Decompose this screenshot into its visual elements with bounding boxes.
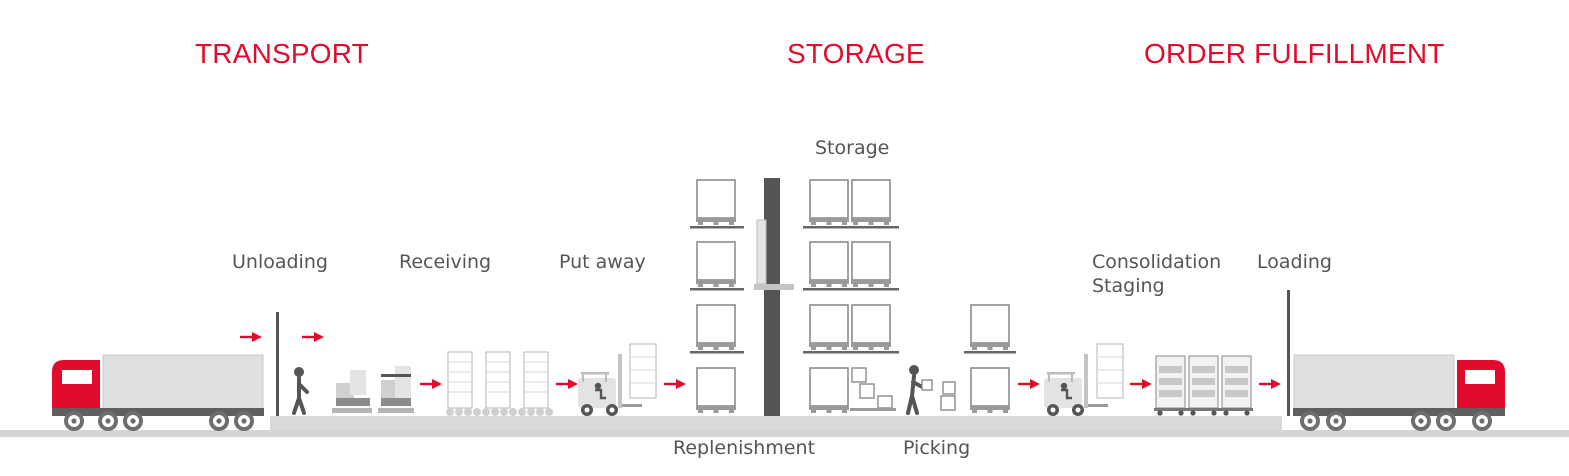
step-label-staging: Staging — [1092, 275, 1165, 297]
truck-right-icon — [1293, 354, 1505, 431]
section-title-storage: STORAGE — [787, 38, 925, 69]
step-label-put-away: Put away — [559, 251, 646, 273]
step-label-storage: Storage — [815, 137, 890, 159]
receiving-conveyor-icon — [446, 351, 553, 416]
section-title-order-fulfillment: ORDER FULFILLMENT — [1144, 38, 1445, 69]
truck-left-icon — [52, 354, 264, 431]
loading-dock-icon — [1287, 290, 1290, 416]
arrow-icon — [238, 330, 264, 344]
arrow-icon — [1128, 377, 1154, 391]
section-title-transport: TRANSPORT — [195, 38, 369, 69]
picker-worker-icon — [906, 365, 956, 415]
arrow-icon — [300, 330, 326, 344]
picking-rack — [964, 304, 1016, 414]
ground-line — [0, 416, 1569, 437]
arrow-icon — [1257, 377, 1283, 391]
staging-roll-cages-icon — [1154, 355, 1253, 416]
step-label-consolidation: Consolidation — [1092, 251, 1222, 273]
forklift-load-icon — [629, 343, 657, 399]
arrow-icon — [418, 377, 444, 391]
step-label-receiving: Receiving — [399, 251, 492, 273]
receiving-carts-icon — [332, 366, 414, 413]
arrow-icon — [554, 377, 580, 391]
arrow-icon — [662, 377, 688, 391]
unloading-dock-icon — [276, 312, 279, 416]
forklift-load-icon — [1096, 343, 1124, 399]
step-label-loading: Loading — [1257, 251, 1332, 273]
stacker-crane-icon — [754, 178, 794, 416]
step-label-replenishment: Replenishment — [673, 437, 816, 459]
storage-rack-left — [690, 179, 744, 414]
arrow-icon — [1016, 377, 1042, 391]
worker-icon — [292, 367, 309, 415]
step-label-unloading: Unloading — [232, 251, 328, 273]
storage-rack-right — [803, 179, 899, 414]
step-label-picking: Picking — [903, 437, 971, 459]
